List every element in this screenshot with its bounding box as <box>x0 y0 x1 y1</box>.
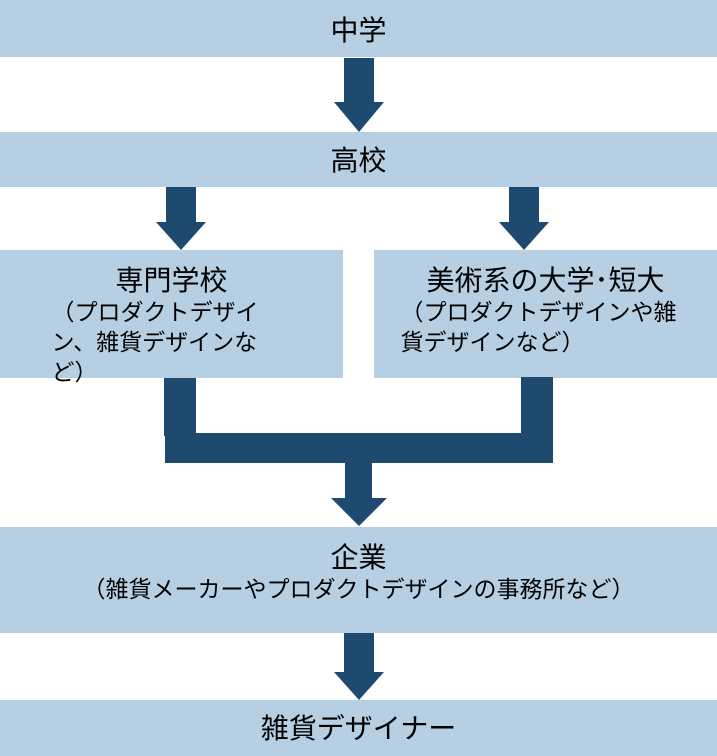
bracket-right <box>521 377 553 436</box>
node-subtitle: （プロダクトデザイン、雑貨デザインなど） <box>51 300 259 386</box>
arrow-down-icon <box>156 187 206 250</box>
node-title: 美術系の大学･短大 <box>426 264 665 297</box>
node-high-school: 高校 <box>0 132 717 187</box>
node-title: 専門学校 <box>115 264 228 297</box>
node-art-university: 美術系の大学･短大 （プロダクトデザインや雑貨デザインなど） <box>374 250 717 378</box>
node-company: 企業 （雑貨メーカーやプロダクトデザインの事務所など） <box>0 527 717 633</box>
node-title: 中学 <box>330 14 387 47</box>
arrow-down-icon <box>331 440 387 526</box>
node-title: 高校 <box>330 144 387 177</box>
node-vocational-school: 専門学校 （プロダクトデザイン、雑貨デザインなど） <box>0 250 343 386</box>
arrow-down-icon <box>499 187 549 250</box>
node-junior-high: 中学 <box>0 0 717 57</box>
node-designer: 雑貨デザイナー <box>0 700 717 756</box>
node-title: 雑貨デザイナー <box>260 712 457 745</box>
node-title: 企業 <box>330 541 387 574</box>
node-subtitle: （プロダクトデザインや雑貨デザインなど） <box>400 300 677 356</box>
bracket-left <box>164 378 196 436</box>
node-subtitle: （雑貨メーカーやプロダクトデザインの事務所など） <box>82 577 635 603</box>
arrow-down-icon <box>334 58 384 132</box>
arrow-down-icon <box>334 633 384 700</box>
